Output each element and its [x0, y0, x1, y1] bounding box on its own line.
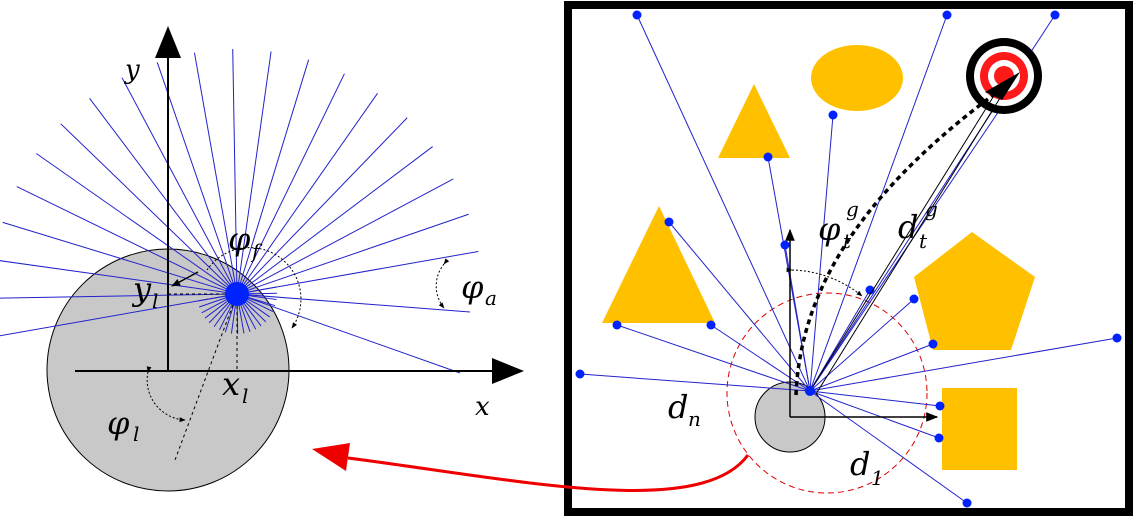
- ray-hit-point: [962, 498, 972, 508]
- ray-hit-point: [1050, 10, 1060, 20]
- ray-hit-point: [1112, 333, 1122, 343]
- x-axis-label: x: [475, 392, 490, 422]
- phi-l-subscript: l: [133, 422, 139, 446]
- large-triangle-obstacle: [602, 206, 715, 323]
- ray-hit-point: [780, 240, 790, 250]
- d-tg-superscript: g: [925, 197, 938, 221]
- y-axis-arrowhead: [155, 26, 181, 58]
- ray-hit-point: [664, 217, 674, 227]
- ray-hit-point: [706, 320, 716, 330]
- y-l-arrow: [171, 271, 199, 287]
- phi-l-arc: [146, 366, 186, 423]
- lidar-ray: [616, 324, 811, 392]
- phi-a-label: φ: [461, 268, 484, 306]
- ray-hit-point: [612, 320, 622, 330]
- lidar-ray: [636, 14, 811, 392]
- ray-hit-point: [935, 401, 945, 411]
- lidar-ray: [809, 64, 1031, 392]
- goal-distance-line-b: [815, 89, 1006, 395]
- ray-hit-point: [928, 339, 938, 349]
- lidar-ray: [236, 293, 471, 313]
- phi-f-arc: [206, 247, 302, 329]
- phi-l-label: φ: [107, 404, 130, 442]
- lidar-ray: [809, 390, 968, 504]
- phi-a-arc: [435, 258, 450, 309]
- phi-tg-arc: [786, 267, 863, 297]
- ray-hit-point: [575, 369, 585, 379]
- lidar-ray: [809, 337, 1118, 392]
- lidar-sensor-small: [805, 386, 815, 396]
- y-axis-label: y: [124, 55, 140, 85]
- zoom-link-arrow: [347, 454, 750, 492]
- lidar-ray: [710, 324, 811, 392]
- d-n-label: d: [668, 388, 688, 426]
- lidar-ray: [809, 114, 834, 392]
- ray-hit-point: [909, 294, 919, 304]
- x-l-label: x: [222, 365, 240, 403]
- left-panel: y x φ f φ a φ l x l y l: [0, 26, 524, 492]
- d-1-label: d: [850, 445, 870, 483]
- lidar-sensor: [225, 282, 249, 306]
- ray-hit-point: [763, 152, 773, 162]
- x-axis-arrowhead: [492, 358, 524, 384]
- phi-f-label: φ: [228, 220, 251, 258]
- lidar-ray: [809, 343, 934, 392]
- x-l-subscript: l: [242, 384, 248, 408]
- d-n-subscript: n: [688, 407, 701, 431]
- phi-tg-subscript: t: [843, 229, 852, 253]
- lidar-ray: [579, 373, 811, 392]
- ray-hit-point: [934, 433, 944, 443]
- ray-hit-point: [942, 10, 952, 20]
- y-l-label: y: [131, 270, 152, 308]
- y-l-subscript: l: [152, 289, 158, 313]
- d-tg-label: d: [898, 208, 918, 246]
- lidar-ray: [809, 390, 941, 407]
- pentagon-obstacle: [914, 232, 1035, 350]
- ray-hit-point: [632, 10, 642, 20]
- goal-distance-line-a: [809, 85, 1001, 392]
- planned-path-to-goal: [794, 88, 1002, 396]
- lidar-ray: [809, 14, 948, 392]
- ray-hit-point: [828, 110, 838, 120]
- right-panel: φ t g d t g d n d 1: [564, 1, 1133, 516]
- square-obstacle: [942, 388, 1017, 470]
- phi-tg-label: φ: [818, 210, 841, 248]
- small-triangle-obstacle: [718, 84, 790, 158]
- phi-tg-superscript: g: [846, 197, 859, 221]
- d-1-subscript: 1: [871, 466, 884, 490]
- zoom-link-arrowhead: [312, 443, 350, 471]
- ray-hit-point: [865, 285, 875, 295]
- ellipse-obstacle: [811, 45, 903, 111]
- lidar-ray: [668, 221, 811, 392]
- d-tg-subscript: t: [919, 229, 928, 253]
- lidar-ray: [236, 293, 461, 374]
- lidar-ray: [809, 390, 940, 439]
- phi-a-subscript: a: [485, 286, 497, 310]
